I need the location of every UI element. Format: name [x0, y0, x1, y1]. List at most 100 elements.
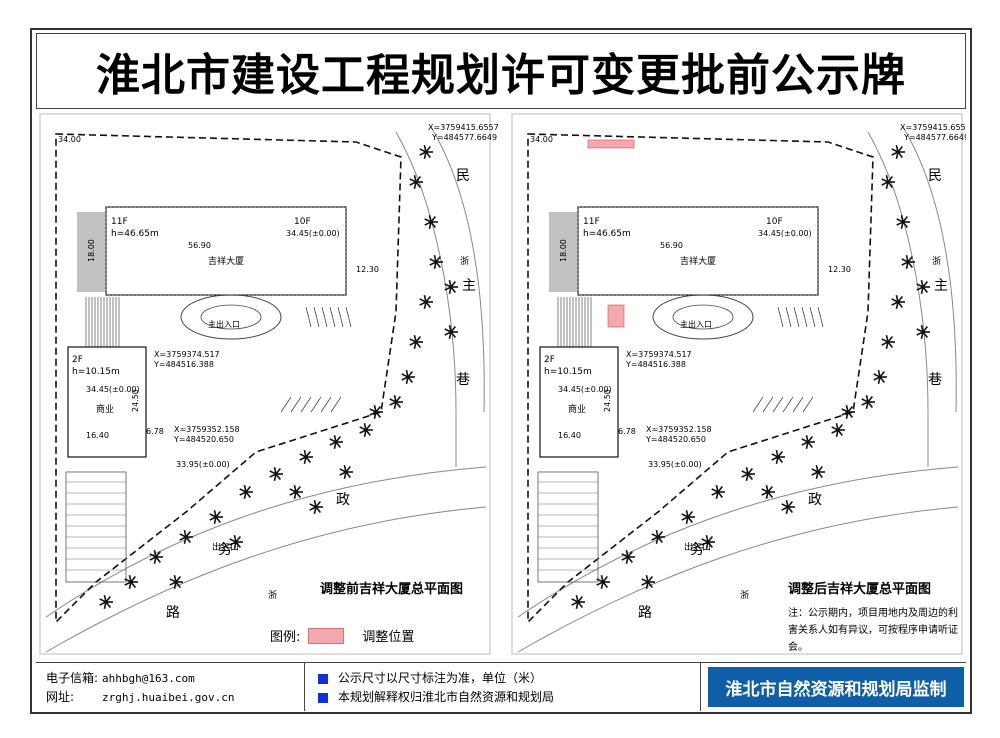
tree-leaf: [128, 581, 132, 590]
tree-leaf: [430, 216, 436, 223]
tree-leaf: [333, 434, 337, 443]
tree-leaf: [705, 541, 709, 550]
tree-icon: [429, 254, 443, 270]
tree-leaf: [419, 148, 427, 153]
tree-leaf: [781, 503, 789, 508]
footer-divider: [304, 663, 305, 711]
tree-leaf: [395, 396, 401, 403]
tree-leaf: [879, 376, 885, 383]
tree-leaf: [621, 556, 629, 561]
tree-leaf: [705, 534, 709, 543]
tree-leaf: [902, 221, 908, 228]
tree-icon: [424, 214, 438, 230]
tree-leaf: [373, 404, 377, 413]
tree-leaf: [235, 536, 241, 543]
tree-leaf: [413, 174, 417, 183]
podium-use-label: 商业: [568, 403, 586, 415]
parking-line: [290, 396, 302, 413]
tree-leaf: [577, 601, 583, 608]
tree-leaf: [895, 301, 899, 310]
tree-leaf: [807, 436, 813, 443]
tree-leaf: [359, 429, 367, 434]
tree-leaf: [363, 429, 367, 438]
tree-icon: [419, 144, 433, 160]
coordinate-label: X=3759374.517: [626, 350, 692, 359]
tree-leaf: [215, 516, 221, 523]
road-name-char: 路: [166, 605, 180, 621]
coordinate-label: Y=484520.650: [645, 435, 706, 444]
tree-icon: [229, 534, 243, 550]
tree-leaf: [429, 258, 437, 263]
tree-icon: [124, 574, 138, 590]
tree-icon: [444, 279, 458, 295]
tree-leaf: [621, 553, 629, 558]
road-name-char: 务: [690, 542, 704, 558]
tree-leaf: [896, 221, 904, 226]
parking-line: [792, 396, 804, 413]
tree-leaf: [897, 301, 903, 308]
tree-leaf: [657, 536, 663, 543]
podium-height-label: h=10.15m: [72, 367, 120, 377]
tree-leaf: [891, 151, 899, 156]
parking-line: [793, 306, 800, 328]
road-name-char: 浙: [460, 255, 469, 267]
supervisor-badge: 淮北市自然资源和规划局监制: [708, 667, 964, 707]
tree-leaf: [173, 574, 177, 583]
tree-leaf: [881, 338, 889, 343]
tree-leaf: [373, 411, 377, 420]
tree-leaf: [433, 261, 437, 270]
tree-leaf: [423, 301, 427, 310]
tree-leaf: [741, 470, 749, 475]
tree-leaf: [128, 574, 132, 583]
tree-icon: [711, 484, 725, 500]
tree-leaf: [444, 331, 452, 336]
tree-icon: [861, 394, 875, 410]
tree-icon: [811, 464, 825, 480]
tower-outline: [577, 206, 819, 296]
tree-leaf: [847, 411, 853, 418]
tree-leaf: [895, 151, 899, 160]
tree-leaf: [922, 281, 928, 288]
tree-icon: [269, 466, 283, 482]
road-edge: [45, 466, 487, 618]
parking-line: [785, 306, 792, 328]
tree-leaf: [651, 533, 659, 538]
tower-floors-label: 11F: [111, 217, 128, 227]
tree-leaf: [896, 218, 904, 223]
tree-leaf: [701, 538, 709, 543]
road-name-char: 浙: [932, 255, 941, 267]
tree-icon: [209, 509, 223, 525]
tree-leaf: [305, 451, 311, 458]
tree-leaf: [124, 578, 132, 583]
road-name-char: 民: [456, 168, 470, 184]
tree-leaf: [435, 261, 441, 268]
tree-leaf: [785, 506, 789, 515]
tree-leaf: [375, 411, 381, 418]
road-name-char: 巷: [456, 372, 470, 388]
tree-leaf: [425, 301, 431, 308]
tree-leaf: [185, 536, 191, 543]
tree-leaf: [787, 506, 793, 513]
tree-leaf: [887, 336, 893, 343]
tree-leaf: [315, 501, 321, 508]
tree-leaf: [415, 336, 421, 343]
tree-leaf: [571, 601, 579, 606]
tree-leaf: [339, 468, 347, 473]
legend-swatch: [308, 627, 345, 644]
tree-leaf: [413, 334, 417, 343]
tower-floors-label: 10F: [766, 217, 783, 227]
tree-icon: [571, 594, 585, 610]
tree-leaf: [423, 151, 427, 160]
dimension-label: 6.78: [618, 427, 636, 436]
tree-leaf: [409, 338, 417, 343]
tree-leaf: [103, 601, 107, 610]
tree-leaf: [105, 601, 111, 608]
tree-leaf: [103, 594, 107, 603]
tree-leaf: [415, 181, 421, 188]
tree-icon: [401, 369, 415, 385]
coordinate-label: Y=484577.6649: [431, 133, 497, 142]
tree-leaf: [315, 506, 321, 513]
tree-leaf: [173, 581, 177, 590]
tree-leaf: [901, 261, 909, 266]
tree-leaf: [435, 256, 441, 263]
